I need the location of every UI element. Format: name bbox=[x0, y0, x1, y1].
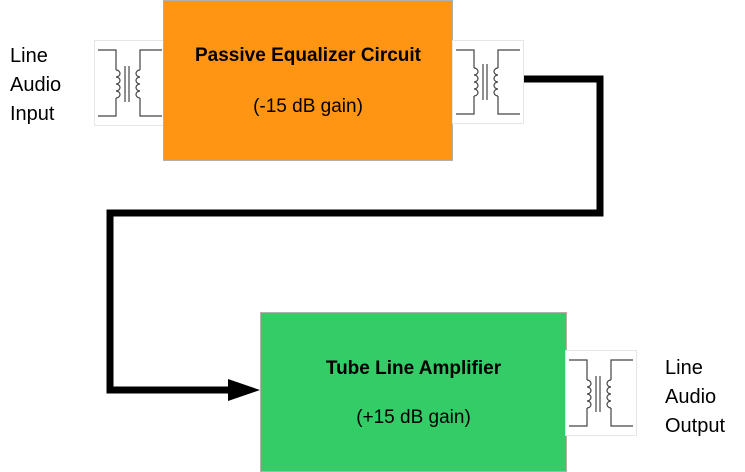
input-label-line-3: Input bbox=[10, 103, 55, 125]
amplifier-title: Tube Line Amplifier bbox=[325, 358, 502, 379]
equalizer-gain: (-15 dB gain) bbox=[253, 96, 363, 117]
transformer-input-icon bbox=[94, 40, 166, 126]
transformer-eq-output-icon bbox=[452, 40, 524, 124]
signal-arrowhead bbox=[228, 379, 260, 401]
output-label-line-1: Line bbox=[665, 357, 703, 379]
amplifier-gain: (+15 dB gain) bbox=[356, 407, 471, 428]
input-label-line-1: Line bbox=[10, 45, 48, 67]
signal-wire bbox=[106, 75, 604, 394]
input-label-line-2: Audio bbox=[10, 74, 62, 96]
output-label-line-2: Audio bbox=[665, 386, 717, 408]
line-audio-output-label: Line Audio Output bbox=[665, 354, 725, 441]
output-label-line-3: Output bbox=[665, 415, 726, 437]
equalizer-title: Passive Equalizer Circuit bbox=[195, 45, 421, 66]
transformer-amp-output-icon bbox=[565, 350, 637, 436]
passive-equalizer-block: Passive Equalizer Circuit (-15 dB gain) bbox=[163, 0, 453, 161]
tube-line-amplifier-block: Tube Line Amplifier (+15 dB gain) bbox=[260, 312, 567, 472]
line-audio-input-label: Line Audio Input bbox=[10, 42, 61, 129]
